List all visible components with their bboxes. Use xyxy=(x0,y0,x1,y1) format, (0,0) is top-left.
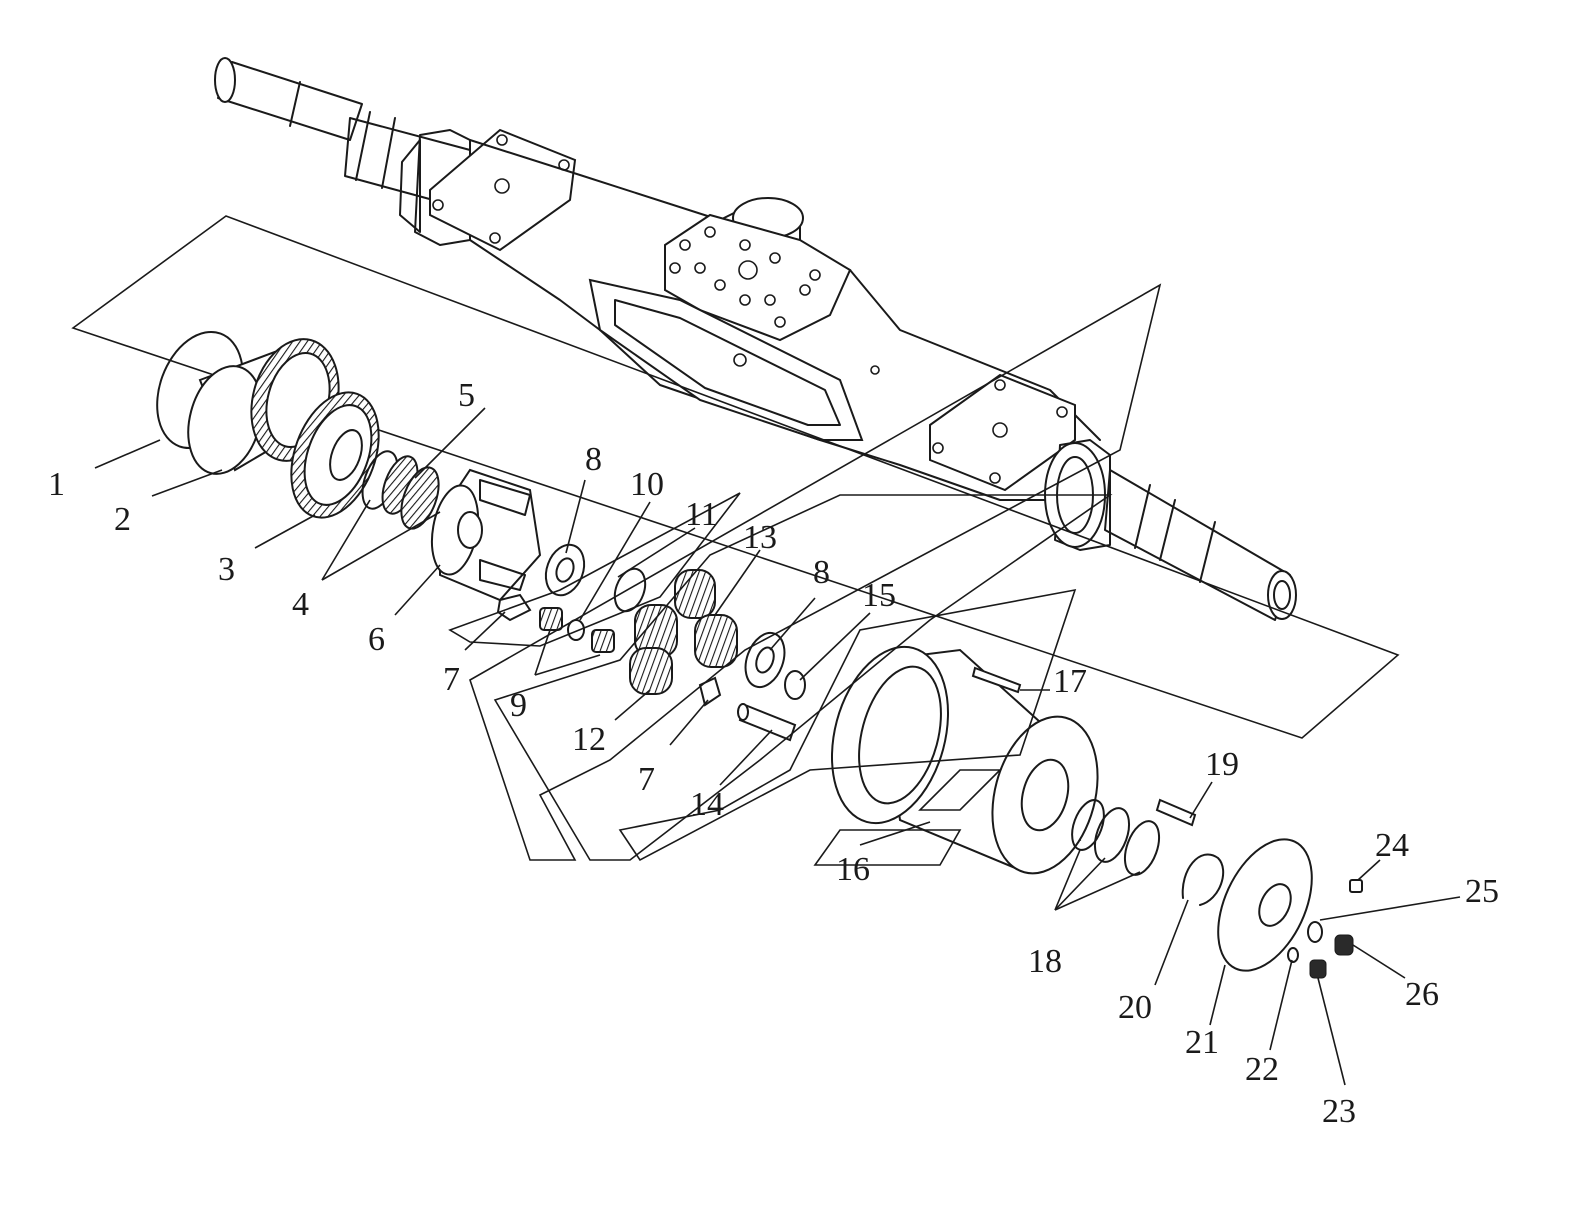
callout-3: 3 xyxy=(218,551,235,588)
center-plate-bolt-holes xyxy=(669,226,821,328)
exploded-parts xyxy=(71,215,1400,979)
callout-24: 24 xyxy=(1375,827,1409,864)
axle-housing xyxy=(214,57,1297,621)
callout-2: 2 xyxy=(114,501,131,538)
part-24-nut xyxy=(1349,879,1363,893)
part-18-shim-c xyxy=(1123,820,1161,876)
outline-shape-e xyxy=(918,769,1002,811)
part-6-planet-carrier xyxy=(430,468,542,602)
callout-15: 15 xyxy=(862,577,896,614)
part-20-circlip xyxy=(1181,853,1225,906)
callout-labels: 1 2 3 4 5 6 7 8 9 10 11 12 13 7 8 14 15 … xyxy=(48,377,1499,1130)
callout-5: 5 xyxy=(458,377,475,414)
part-9-bearing-b xyxy=(591,629,615,653)
callout-20: 20 xyxy=(1118,989,1152,1026)
callout-12: 12 xyxy=(572,721,606,758)
callout-6: 6 xyxy=(368,621,385,658)
callout-8: 8 xyxy=(585,441,602,478)
part-13-planet-gears xyxy=(634,569,738,668)
callout-18: 18 xyxy=(1028,943,1062,980)
outline-shape-a xyxy=(448,492,741,647)
callout-16: 16 xyxy=(836,851,870,888)
part-22-washer xyxy=(1287,947,1299,963)
part-18-shim-a xyxy=(1071,799,1105,851)
part-5-ring xyxy=(400,466,440,530)
outline-shape-f xyxy=(813,829,962,866)
callout-26: 26 xyxy=(1405,976,1439,1013)
callout-9: 9 xyxy=(510,687,527,724)
part-7-plate-lower xyxy=(698,676,722,707)
callout-8b: 8 xyxy=(813,554,830,591)
part-17-bolt xyxy=(971,666,1022,694)
callout-7b: 7 xyxy=(638,761,655,798)
callout-14: 14 xyxy=(690,786,724,823)
part-21-hub-cover xyxy=(1217,838,1313,972)
callout-13: 13 xyxy=(743,519,777,556)
part-11-o-ring xyxy=(613,567,647,613)
part-19-bolt xyxy=(1155,798,1197,827)
callout-23: 23 xyxy=(1322,1093,1356,1130)
callout-4: 4 xyxy=(292,586,309,623)
outline-shape-d xyxy=(618,588,1077,862)
callout-22: 22 xyxy=(1245,1051,1279,1088)
callout-25: 25 xyxy=(1465,873,1499,910)
part-9-bearing-a xyxy=(539,607,563,631)
part-12-planet-gear xyxy=(629,647,673,695)
leader-lines xyxy=(94,407,1461,1086)
callout-21: 21 xyxy=(1185,1024,1219,1061)
callout-7: 7 xyxy=(443,661,460,698)
part-8-washer-upper xyxy=(544,543,586,597)
part-14-planet-pin xyxy=(737,703,797,742)
callout-10: 10 xyxy=(630,466,664,503)
part-3-gear-hub xyxy=(290,391,380,519)
part-26-plug xyxy=(1334,934,1354,956)
outline-shape-c xyxy=(493,494,1113,861)
part-23-plug xyxy=(1309,959,1327,979)
callout-17: 17 xyxy=(1053,663,1087,700)
callout-11: 11 xyxy=(685,496,718,533)
callout-19: 19 xyxy=(1205,746,1239,783)
part-18-shim-b xyxy=(1093,807,1131,863)
callout-1: 1 xyxy=(48,466,65,503)
assembly-axis-plane xyxy=(71,215,1400,739)
outline-shape-b xyxy=(469,283,1162,861)
part-8-washer-lower xyxy=(744,631,786,689)
part-15-snap-ring xyxy=(784,670,806,700)
part-25-o-ring xyxy=(1307,921,1323,943)
